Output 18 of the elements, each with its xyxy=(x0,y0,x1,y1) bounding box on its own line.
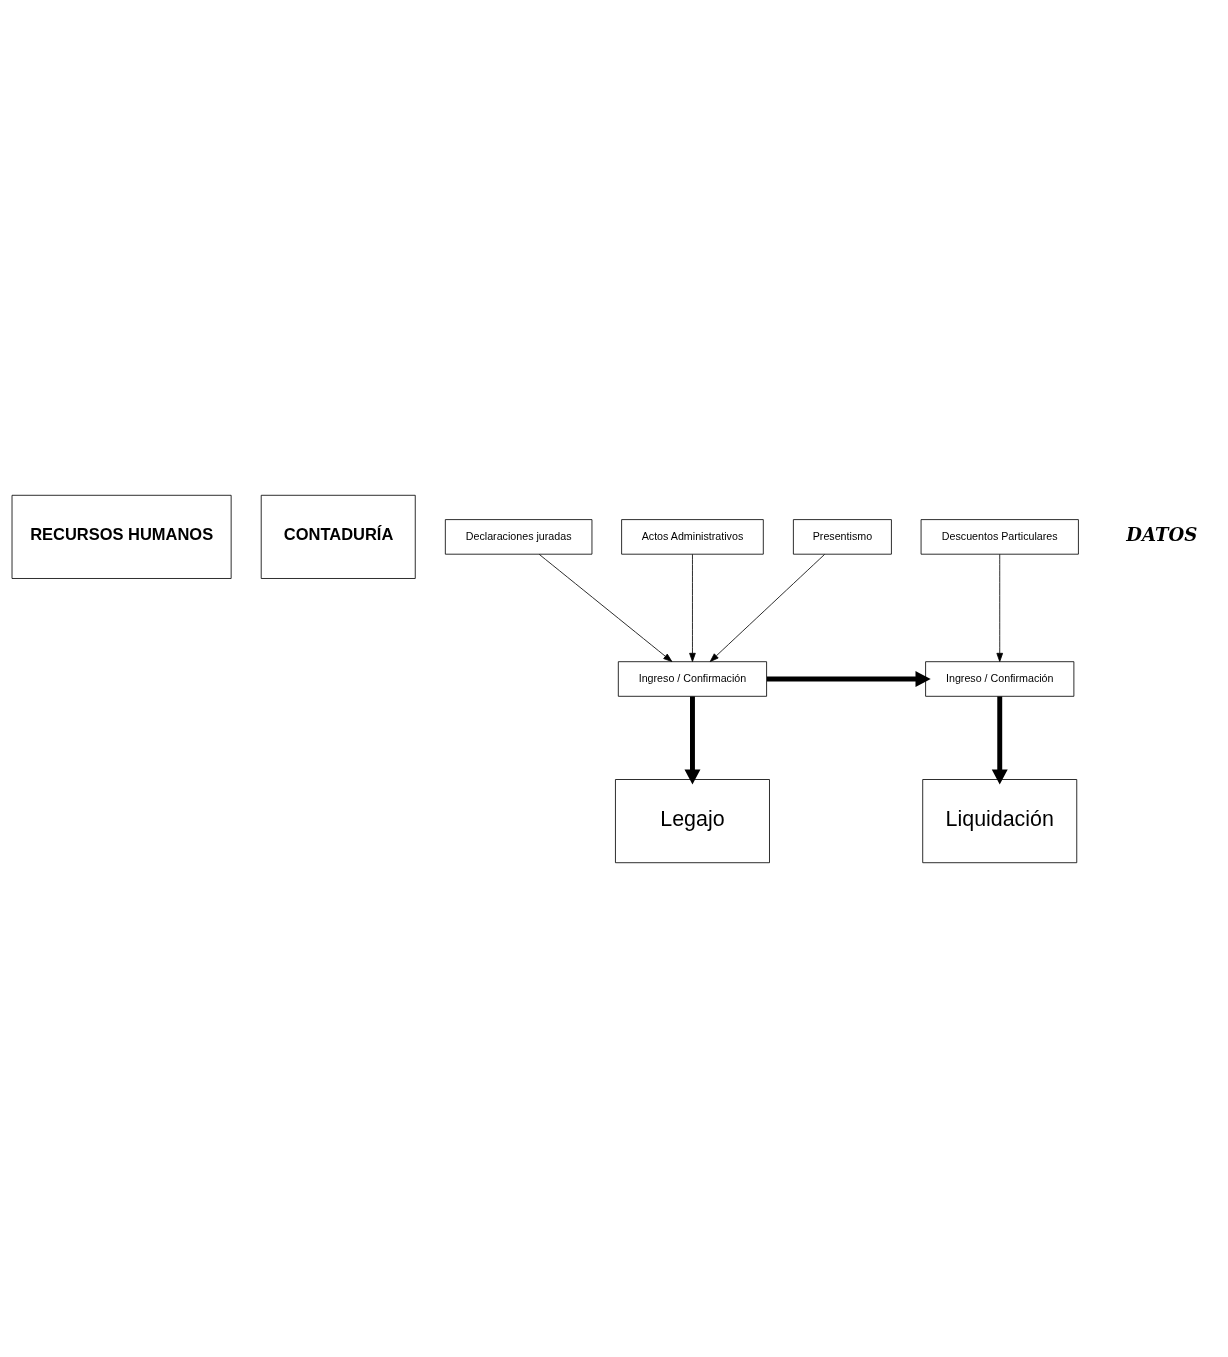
node-box: Descuentos Particulares xyxy=(920,518,1079,555)
arrow xyxy=(766,670,931,687)
node-box: Liquidación xyxy=(922,778,1078,863)
node-box: Legajo xyxy=(615,778,770,863)
arrow xyxy=(996,553,1004,662)
arrow xyxy=(689,553,696,662)
node-box: Declaraciones juradas xyxy=(444,518,593,555)
label: DATOS xyxy=(1126,523,1198,545)
node-box: RECURSOS HUMANOS xyxy=(11,494,232,579)
node-box: CONTADURÍA xyxy=(260,494,416,579)
node-box: Actos Administrativos xyxy=(621,518,764,555)
node-box: Ingreso / Confirmación xyxy=(617,660,767,697)
arrow xyxy=(684,696,701,785)
node-box: Ingreso / Confirmación xyxy=(925,660,1075,697)
arrow xyxy=(991,696,1008,785)
arrow xyxy=(538,553,673,662)
arrow xyxy=(709,553,825,662)
node-box: Presentismo xyxy=(792,518,892,555)
